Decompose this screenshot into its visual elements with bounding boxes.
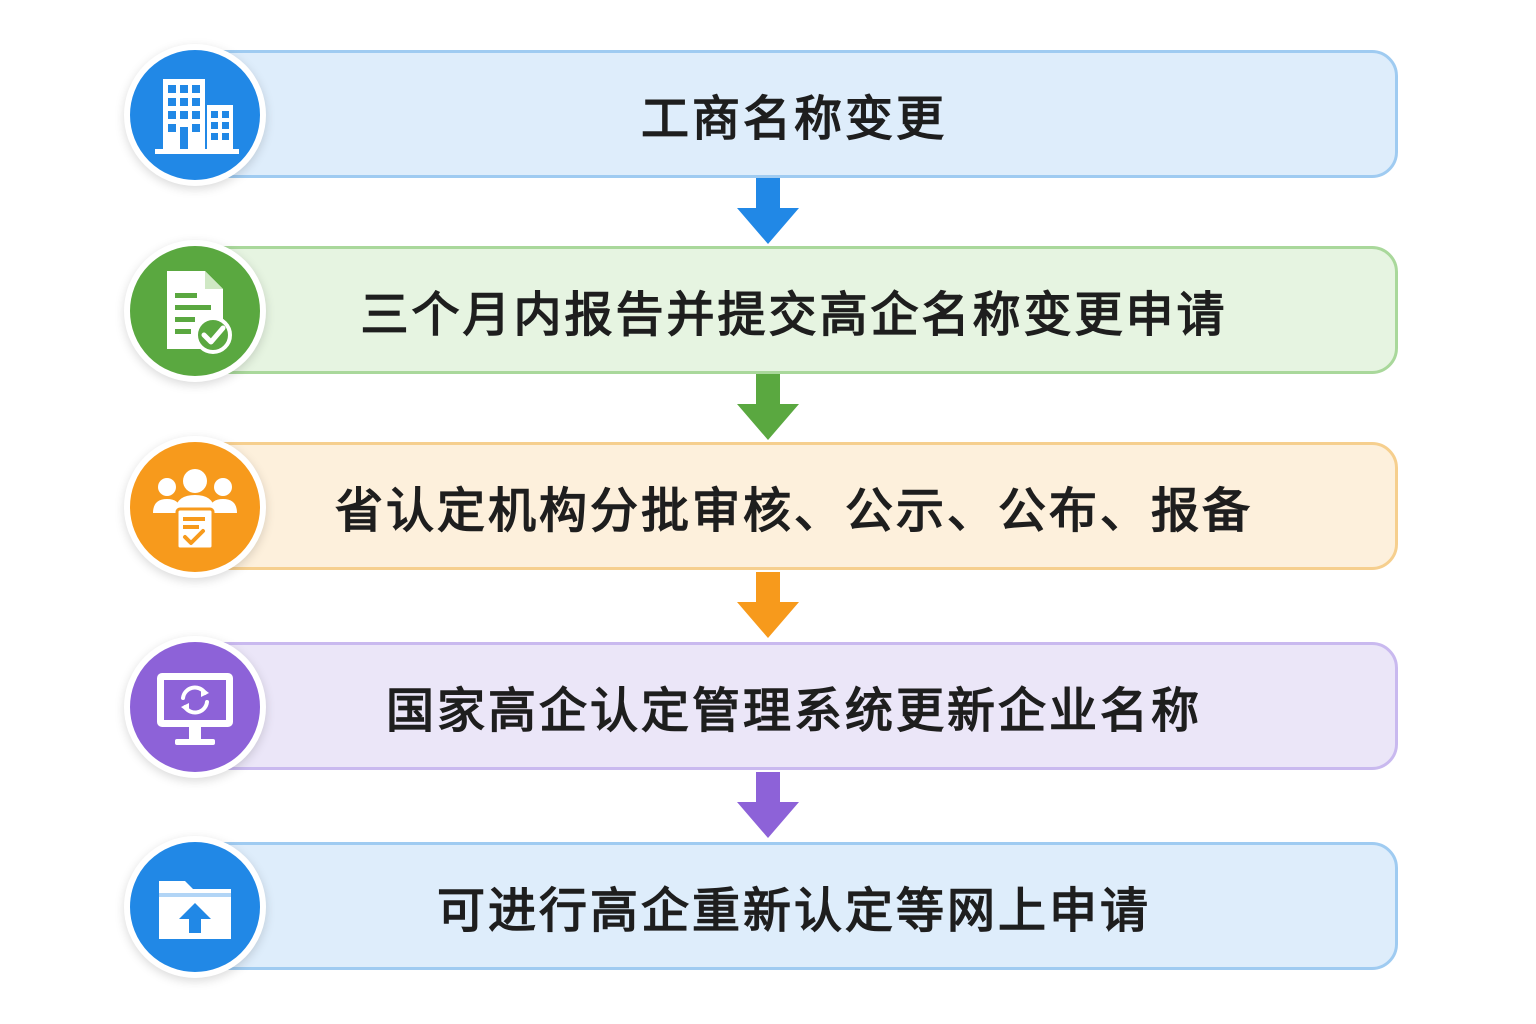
flow-arrow-4 bbox=[737, 772, 799, 838]
flow-arrow-3 bbox=[737, 572, 799, 638]
step-2-label: 三个月内报告并提交高企名称变更申请 bbox=[360, 287, 1228, 343]
document-check-icon bbox=[124, 240, 266, 382]
step-1-box: 工商名称变更 bbox=[190, 50, 1398, 178]
step-2-box: 三个月内报告并提交高企名称变更申请 bbox=[190, 246, 1398, 374]
step-3-label: 省认定机构分批审核、公示、公布、报备 bbox=[334, 483, 1253, 539]
flow-arrow-2 bbox=[737, 374, 799, 440]
step-4-box: 国家高企认定管理系统更新企业名称 bbox=[190, 642, 1398, 770]
flow-arrow-1 bbox=[737, 178, 799, 244]
step-5-box: 可进行高企重新认定等网上申请 bbox=[190, 842, 1398, 970]
folder-upload-icon bbox=[124, 836, 266, 978]
step-3-box: 省认定机构分批审核、公示、公布、报备 bbox=[190, 442, 1398, 570]
office-building-icon bbox=[124, 44, 266, 186]
step-4-label: 国家高企认定管理系统更新企业名称 bbox=[385, 683, 1202, 739]
step-5-label: 可进行高企重新认定等网上申请 bbox=[436, 883, 1151, 939]
monitor-refresh-icon bbox=[124, 636, 266, 778]
people-review-icon bbox=[124, 436, 266, 578]
step-1-label: 工商名称变更 bbox=[640, 91, 947, 147]
